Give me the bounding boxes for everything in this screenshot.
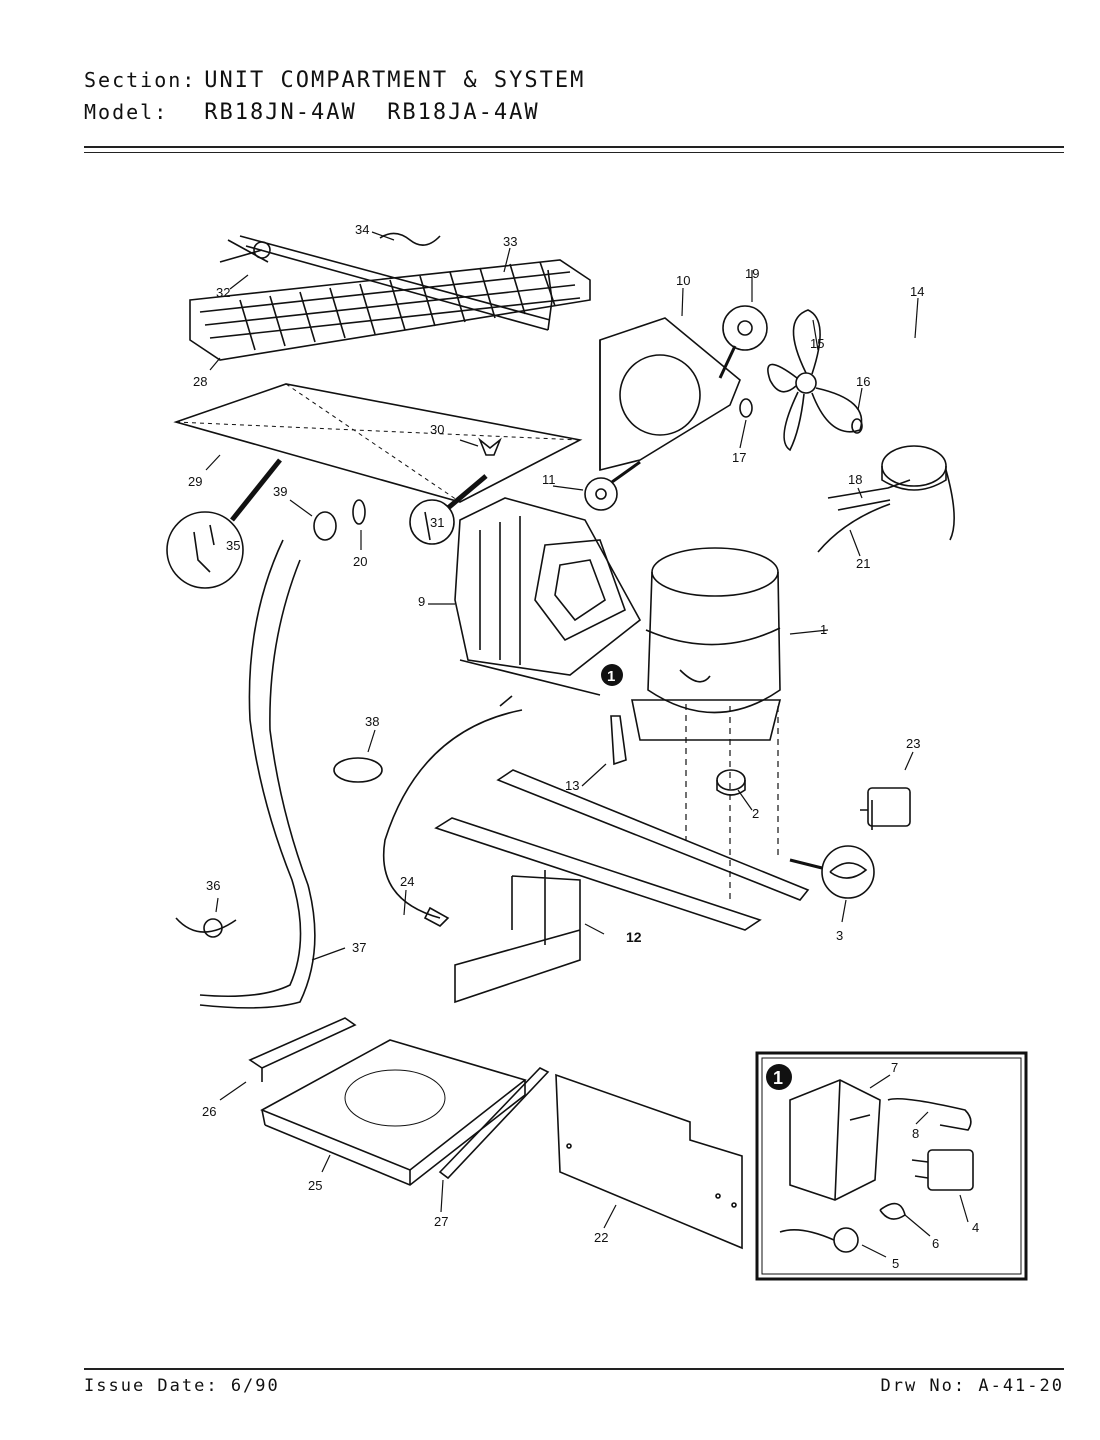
callout-38: 38 [365,714,379,729]
access-panel [555,1073,743,1250]
callout-29: 29 [188,474,202,489]
callout-9: 9 [418,594,425,609]
inset-badge-number: 1 [773,1068,783,1088]
callout-5: 5 [892,1256,899,1271]
callout-2: 2 [752,806,759,821]
callout-23: 23 [906,736,920,751]
callout-11: 11 [542,472,556,487]
fan-motor [881,445,955,541]
pan-rail [438,1067,550,1180]
fan-shroud [599,317,741,472]
electrical-inset-box [755,1051,1028,1281]
callout-7: 7 [891,1060,898,1075]
retainer-17 [739,398,753,418]
shroud-clip-inset [718,305,768,379]
callout-13: 13 [565,778,579,793]
drawing-number: Drw No: A-41-20 [880,1376,1064,1396]
callout-36: 36 [206,878,220,893]
callout-37: 37 [352,940,366,955]
callout-15: 15 [810,336,824,351]
callout-28: 28 [193,374,207,389]
callout-35: 35 [226,538,240,553]
callout-26: 26 [202,1104,216,1119]
power-cord [383,695,523,927]
callout-32: 32 [216,285,230,300]
section-line: Section: UNIT COMPARTMENT & SYSTEM [84,68,585,93]
condenser-coil [189,259,591,361]
support-bracket [454,870,581,1004]
callout-25: 25 [308,1178,322,1193]
thermostat-inset [166,458,282,589]
model-label: Model: [84,100,169,124]
drier [610,715,627,766]
footer-rule [84,1368,1064,1370]
section-label: Section: [84,68,197,92]
drain-pan-plate [173,383,583,503]
callout-12: 12 [626,929,642,945]
callout-labels: 34 33 32 28 29 30 31 35 39 20 10 19 15 1… [188,222,979,1271]
leader-lines [205,231,969,1258]
header-rule-thin [84,152,1064,153]
callout-39: 39 [273,484,287,499]
callout-19: 19 [745,266,759,281]
clip-inset-31 [409,474,488,545]
clamp-strap [333,757,383,783]
callout-3: 3 [836,928,843,943]
grommet-39 [313,511,337,541]
evaporator-pan [454,497,642,696]
callout-6: 6 [932,1236,939,1251]
header-rule [84,146,1064,148]
grommet [716,769,746,796]
top-tube-assembly [219,232,553,331]
model-line: Model: RB18JN-4AW RB18JA-4AW [84,100,540,125]
callout-1: 1 [820,622,827,637]
callout-14: 14 [910,284,924,299]
section-title: UNIT COMPARTMENT & SYSTEM [204,68,586,93]
compressor [631,547,782,741]
callout-33: 33 [503,234,517,249]
drain-clamp [175,917,237,938]
callout-10: 10 [676,273,690,288]
fan-motor-cord [817,479,911,553]
callout-31: 31 [430,515,444,530]
compressor-badge-number: 1 [607,668,615,685]
callout-30: 30 [430,422,444,437]
washer-16 [851,418,863,434]
callout-16: 16 [856,374,870,389]
callout-34: 34 [355,222,369,237]
callout-20: 20 [353,554,367,569]
callout-22: 22 [594,1230,608,1245]
callout-18: 18 [848,472,862,487]
callout-27: 27 [434,1214,448,1229]
callout-4: 4 [972,1220,979,1235]
shroud-grommet-inset [584,460,641,511]
relay-part-23 [860,787,911,830]
callout-24: 24 [400,874,414,889]
compressor-badge-circle [601,664,623,686]
clip-30 [478,437,502,456]
model-numbers: RB18JN-4AW RB18JA-4AW [204,100,540,125]
inset-badges: 1 1 [601,664,792,1090]
pan-bracket [248,1017,357,1082]
issue-date: Issue Date: 6/90 [84,1376,280,1396]
callout-8: 8 [912,1126,919,1141]
inset-badge-circle [766,1064,792,1090]
base-rails [434,704,810,931]
callout-21: 21 [856,556,870,571]
mount-clip-inset [789,845,875,899]
grommet-20 [352,499,366,525]
callout-17: 17 [732,450,746,465]
drain-pan [260,1039,527,1186]
drain-tube [199,539,316,1009]
fan-blade [767,309,863,452]
